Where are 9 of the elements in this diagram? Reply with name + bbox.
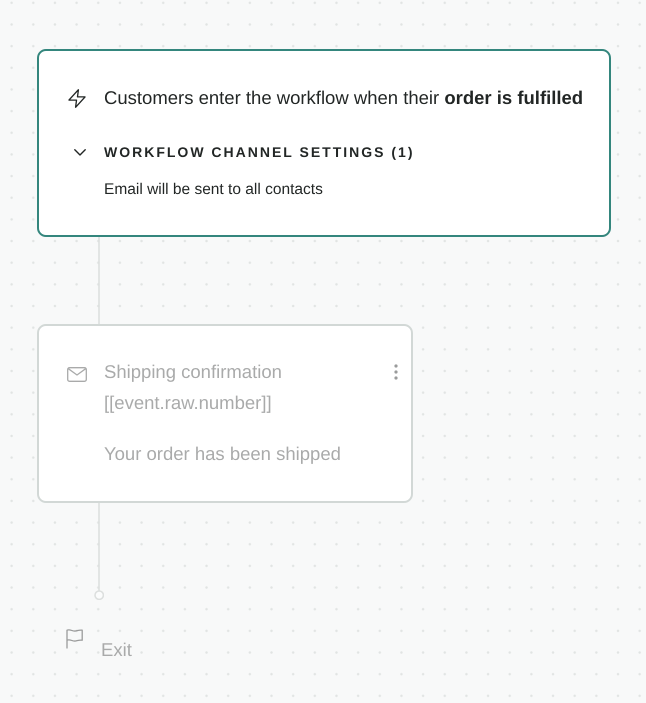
trigger-description: Customers enter the workflow when their order is fulfilled [104,86,584,110]
connector-end-circle [94,590,104,600]
section-heading: WORKFLOW CHANNEL SETTINGS (1) [104,143,415,162]
email-preview: Your order has been shipped [104,442,341,466]
trigger-card [37,49,611,237]
email-subject: Shipping confirmation [[event.raw.number]] [104,360,283,415]
exit-label: Exit [101,638,132,662]
email-step-card [37,324,413,503]
settings-note: Email will be sent to all contacts [104,180,323,200]
